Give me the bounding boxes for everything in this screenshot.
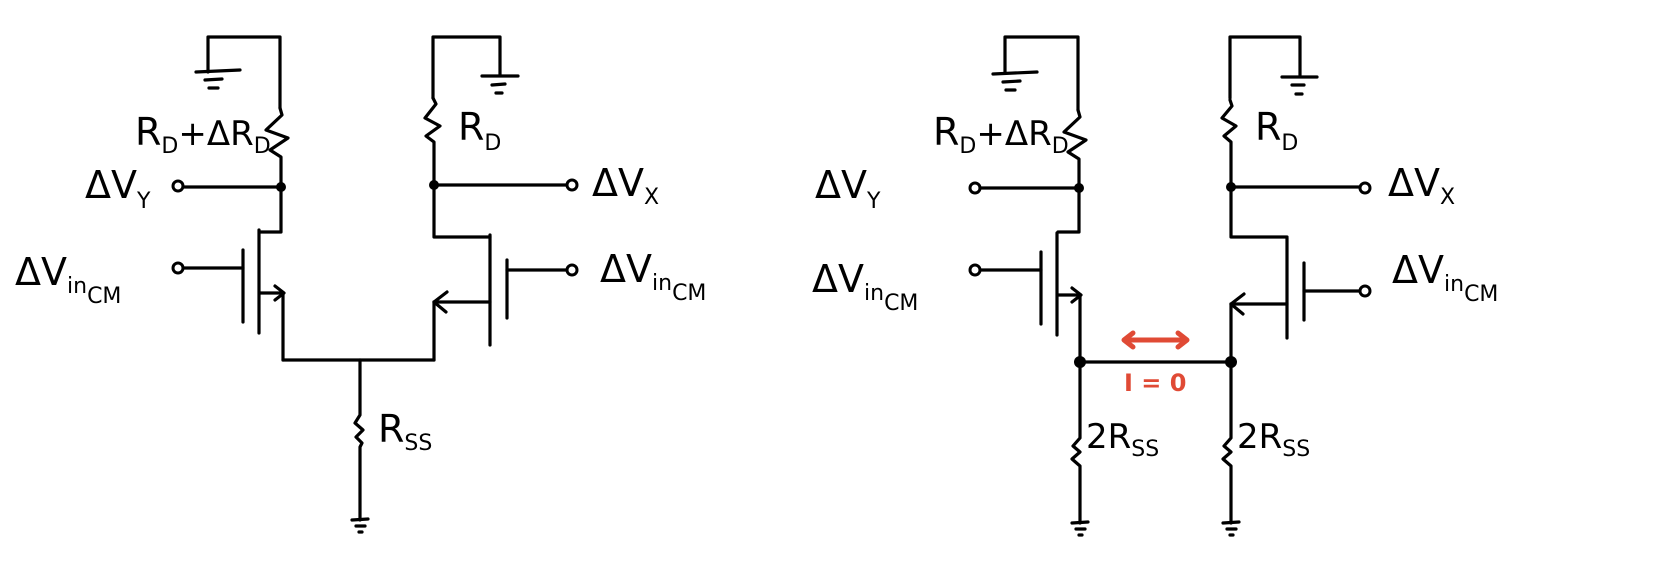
label-rss: RSS (378, 407, 432, 456)
annotation-zero-current: I = 0 (1124, 369, 1186, 397)
nmos-m2 (432, 183, 569, 362)
resistor-rd-mismatch (264, 106, 290, 189)
label-vx: ΔVX (1388, 161, 1455, 210)
resistor-rd (1220, 98, 1238, 189)
terminal-vin-left (968, 263, 982, 277)
right-circuit: RD+ΔRD ΔVY ΔVinCM RD (812, 35, 1498, 537)
nmos-m1 (181, 185, 286, 362)
terminal-vin-right (1358, 284, 1372, 298)
ground-icon (991, 35, 1080, 112)
resistor-2rss-right (1221, 360, 1233, 525)
terminal-vy (171, 179, 185, 193)
ground-icon (431, 35, 520, 100)
nmos-m1 (978, 186, 1083, 364)
label-vin-right: ΔVinCM (1392, 248, 1498, 307)
label-vy: ΔVY (85, 163, 151, 214)
nmos-m2 (1229, 185, 1362, 364)
label-rd: RD (458, 105, 501, 156)
label-vin-right: ΔVinCM (600, 247, 706, 306)
label-rd: RD (1255, 105, 1298, 156)
ground-icon (1070, 520, 1090, 537)
terminal-vin-right (565, 263, 579, 277)
ground-icon (194, 35, 282, 110)
ground-icon (1221, 520, 1241, 537)
label-rd-mismatch: RD+ΔRD (135, 110, 271, 159)
resistor-rss (353, 358, 365, 522)
ground-icon (350, 517, 370, 534)
double-arrow-icon (1121, 330, 1190, 350)
label-vy: ΔVY (815, 163, 881, 214)
terminal-vx (1358, 181, 1372, 195)
terminal-vx (565, 178, 579, 192)
terminal-vin-left (171, 261, 185, 275)
left-circuit: RD+ΔRD ΔVY ΔVinCM (15, 35, 706, 534)
label-2rss-right: 2RSS (1237, 417, 1310, 462)
label-2rss-left: 2RSS (1086, 417, 1159, 462)
label-vin-left: ΔVinCM (15, 250, 121, 309)
label-vx: ΔVX (592, 161, 659, 210)
resistor-2rss-left (1070, 360, 1082, 525)
label-rd-mismatch: RD+ΔRD (933, 110, 1069, 159)
ground-icon (1228, 35, 1319, 100)
label-vin-left: ΔVinCM (812, 257, 918, 316)
resistor-rd (423, 96, 442, 187)
resistor-rd-mismatch (1062, 108, 1088, 190)
